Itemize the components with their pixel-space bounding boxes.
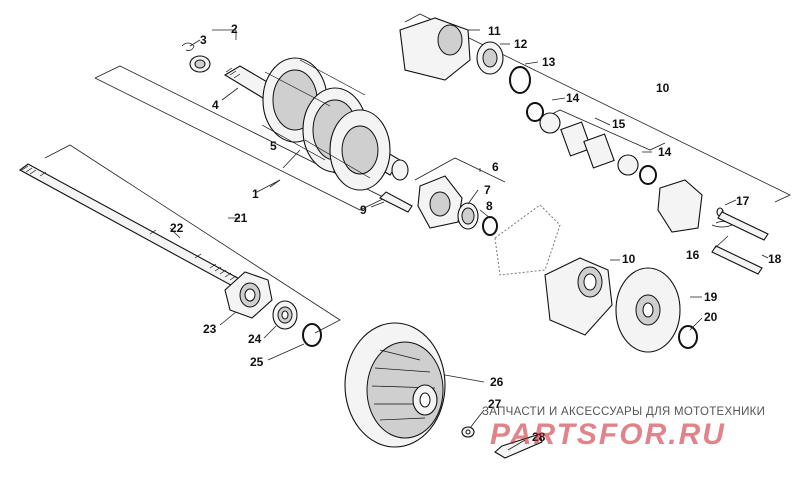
group-bracket-10 (404, 13, 791, 203)
chaincase-housing-upper (399, 17, 471, 81)
pads-15-part (560, 121, 615, 169)
callout-labels: 1 2 3 4 5 6 7 8 9 10 10 11 12 13 14 14 1… (170, 22, 782, 444)
chaincase-housing-lower (544, 257, 613, 336)
callout-2: 2 (231, 22, 238, 36)
callout-11: 11 (488, 24, 501, 38)
seal-part (189, 55, 211, 73)
callout-10-lower: 10 (622, 252, 636, 266)
callout-22: 22 (170, 221, 184, 235)
callout-16: 16 (686, 248, 700, 262)
seal-13-part (509, 66, 531, 94)
washer-part (461, 426, 475, 438)
callout-19: 19 (704, 290, 718, 304)
spacer-part (539, 112, 561, 134)
drive-sprocket-assembly (223, 57, 409, 191)
callout-5: 5 (270, 139, 277, 153)
ring-14-upper-part (526, 102, 544, 122)
callout-10-upper: 10 (656, 81, 670, 95)
callout-26: 26 (490, 375, 504, 389)
drive-clutch-part (344, 322, 446, 448)
callout-1: 1 (252, 187, 259, 201)
callout-23: 23 (203, 322, 217, 336)
bearing-flange-part (417, 175, 463, 229)
pulley-ring-part (678, 325, 698, 349)
ring-14-lower-part (639, 165, 657, 185)
callout-14-lower: 14 (658, 145, 672, 159)
callout-25: 25 (250, 355, 264, 369)
callout-3: 3 (200, 33, 207, 47)
bearing-12-part (476, 41, 504, 75)
callout-27: 27 (488, 397, 502, 411)
callout-9: 9 (360, 203, 367, 217)
bearing-part (272, 300, 298, 330)
callout-17: 17 (736, 194, 750, 208)
spacer-2-part (617, 154, 639, 176)
callout-18: 18 (768, 252, 782, 266)
callout-7: 7 (484, 183, 491, 197)
callout-12: 12 (514, 37, 528, 51)
group-bracket-21 (44, 144, 341, 334)
callout-20: 20 (704, 310, 718, 324)
bearing-housing-part (224, 271, 273, 319)
driven-pulley-part (615, 267, 681, 353)
callout-28: 28 (532, 430, 546, 444)
clutch-bolt-part (494, 433, 543, 459)
callout-24: 24 (248, 332, 262, 346)
long-bolt-18-lower-part (711, 245, 763, 275)
snap-ring-part (302, 323, 322, 347)
callout-15: 15 (612, 117, 626, 131)
leader-lines (169, 29, 769, 451)
callout-13: 13 (542, 55, 556, 69)
callout-21: 21 (234, 211, 248, 225)
flange-bolt-part (379, 191, 413, 213)
group-bracket-6 (414, 157, 506, 183)
watermark-caption: ЗАПЧАСТИ И АКСЕССУАРЫ ДЛЯ МОТОТЕХНИКИ (482, 406, 766, 418)
gasket-part (494, 204, 561, 276)
long-bolt-18-upper-part (717, 211, 769, 241)
callout-4: 4 (212, 98, 219, 112)
pin-part (181, 42, 195, 51)
shaft-part (18, 163, 246, 290)
tensioner-part (657, 179, 703, 233)
watermark-logo: PARTSFOR.RU (490, 418, 726, 451)
callout-14-upper: 14 (566, 91, 580, 105)
bearing-seal-part (457, 202, 479, 230)
callout-6: 6 (492, 160, 499, 174)
retaining-ring-part (482, 216, 498, 236)
callout-8: 8 (486, 199, 493, 213)
